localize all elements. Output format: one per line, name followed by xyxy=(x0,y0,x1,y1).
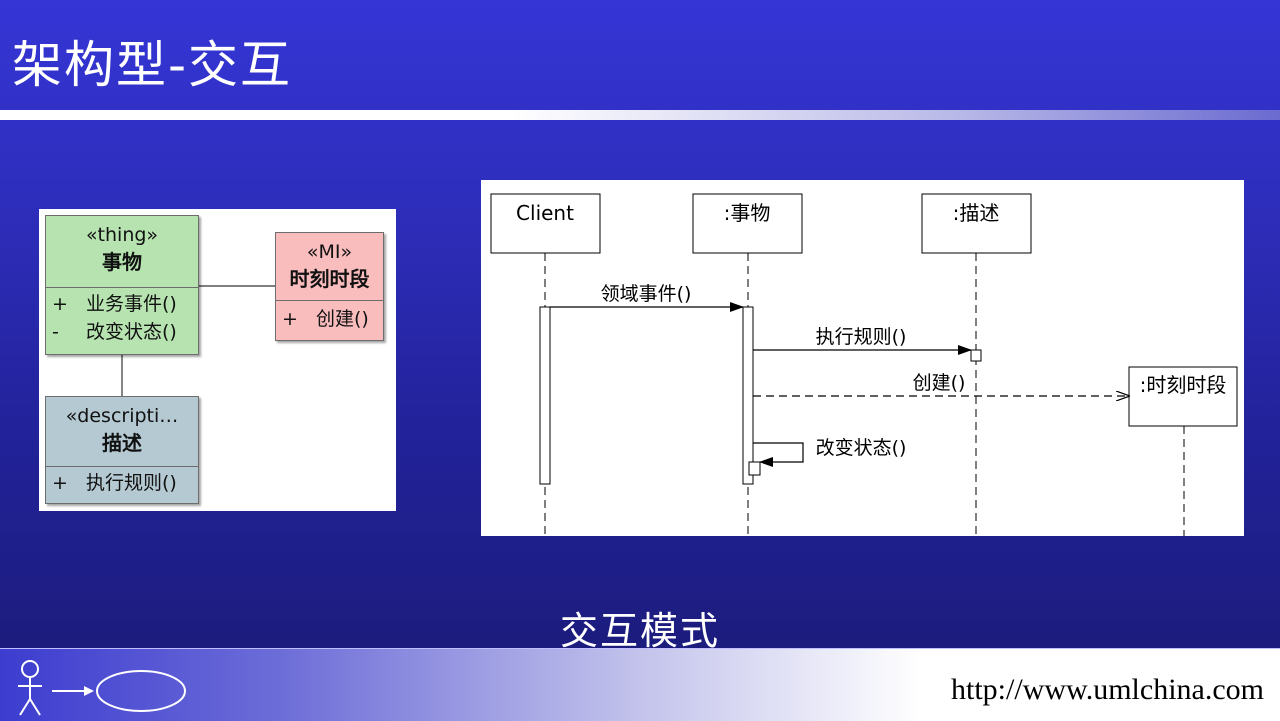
footer-url[interactable]: http://www.umlchina.com xyxy=(950,673,1264,706)
lifeline-head-thing xyxy=(692,193,803,254)
slide-title: 架构型-交互 xyxy=(12,36,293,94)
class-thing-operation: +业务事件() xyxy=(52,293,177,315)
lifeline-head-description xyxy=(921,193,1032,254)
activation-thing xyxy=(742,306,754,485)
class-description-name: 描述 xyxy=(102,431,142,455)
activation-thing-self xyxy=(748,461,761,476)
class-thing-operation: -改变状态() xyxy=(52,321,177,343)
arrow-icon xyxy=(52,686,94,696)
message-label-create: 创建() xyxy=(913,372,966,394)
lifeline-label-thing: :事物 xyxy=(724,201,771,225)
slide-caption: 交互模式 xyxy=(559,609,720,653)
lifeline-head-client xyxy=(490,193,601,254)
message-arrow-change-state xyxy=(753,442,804,467)
class-thing: «thing» 事物 +业务事件() -改变状态() xyxy=(45,215,199,355)
class-diagram-panel: «thing» 事物 +业务事件() -改变状态() «MI» 时刻时段 +创建… xyxy=(39,209,396,511)
activation-description xyxy=(970,349,982,362)
title-underline xyxy=(0,110,1280,120)
lifeline-label-client: Client xyxy=(516,201,574,225)
class-mi-operation: +创建() xyxy=(282,308,369,330)
message-label-change-state: 改变状态() xyxy=(816,437,907,459)
lifeline-label-description: :描述 xyxy=(953,201,1000,225)
class-thing-name: 事物 xyxy=(102,250,142,274)
activation-client xyxy=(539,306,551,485)
class-thing-stereotype: «thing» xyxy=(85,224,159,246)
class-description-stereotype: «descripti… xyxy=(65,405,179,427)
sequence-diagram: Client :事物 :描述 :时刻时段 领域事件() 执行规则() 创建 xyxy=(490,193,1238,536)
lifeline-label-moment: :时刻时段 xyxy=(1140,373,1227,397)
class-description: «descripti… 描述 +执行规则() xyxy=(45,396,199,504)
class-mi: «MI» 时刻时段 +创建() xyxy=(275,232,384,341)
umlchina-logo xyxy=(18,660,186,716)
class-description-operation: +执行规则() xyxy=(52,472,177,494)
actor-icon xyxy=(18,660,42,716)
message-label-domain-event: 领域事件() xyxy=(601,283,692,305)
use-case-icon xyxy=(96,670,186,712)
class-mi-stereotype: «MI» xyxy=(306,241,353,263)
class-mi-name: 时刻时段 xyxy=(289,267,370,291)
footer-bar: http://www.umlchina.com xyxy=(0,648,1280,721)
sequence-diagram-panel: Client :事物 :描述 :时刻时段 领域事件() 执行规则() 创建 xyxy=(481,180,1244,536)
message-label-execute-rule: 执行规则() xyxy=(816,326,907,348)
class-association-lines xyxy=(121,285,275,396)
